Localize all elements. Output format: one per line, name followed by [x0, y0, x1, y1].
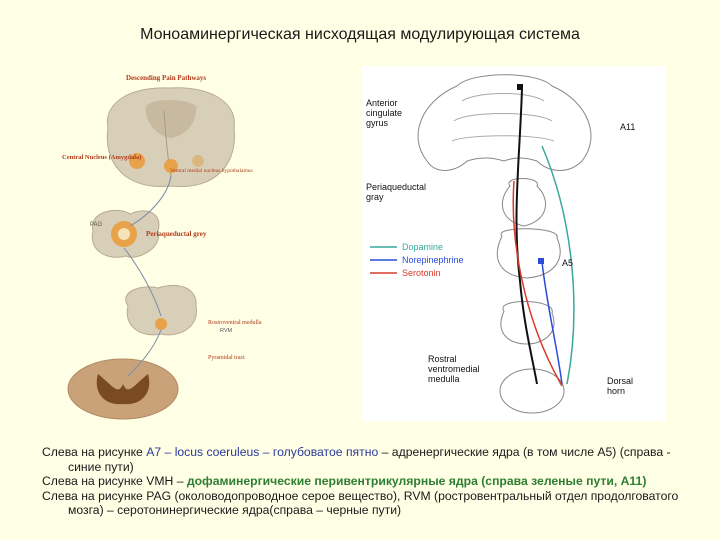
legend-dopamine: Dopamine: [402, 242, 443, 252]
left-figure-heading: Descending Pain Pathways: [126, 74, 206, 82]
rvm-abbr-label: RVM: [220, 328, 233, 334]
caption-line-1: Слева на рисунке A7 – locus coeruleus – …: [42, 445, 671, 474]
brain-coronal-section: [417, 74, 592, 171]
caption-line-3: Слева на рисунке PAG (околоводопроводное…: [42, 488, 679, 518]
spinal-cord-outline: [499, 368, 565, 414]
periaqueductal-label: Periaqueductal grey: [146, 230, 207, 238]
a11-label: A11: [620, 122, 635, 132]
pons-outline: [496, 228, 561, 279]
dopamine-pathway: [541, 145, 575, 385]
rvm-label: Rostroventral medulla: [208, 320, 262, 326]
norepinephrine-pathway: [541, 261, 563, 385]
pyramidal-label: Pyramidal tract: [208, 355, 245, 361]
descending-pathway: [123, 175, 172, 377]
pag-label: PAG: [90, 222, 103, 228]
vmh-label: Ventral medial nucleus hypothalamus: [170, 168, 253, 174]
pathway-legend: Dopamine Norepinephrine Serotonin: [370, 242, 464, 278]
legend-serotonin: Serotonin: [402, 268, 441, 278]
medulla-section: [125, 284, 197, 336]
legend-norepinephrine: Norepinephrine: [402, 255, 464, 265]
caption-highlight-dopamine: дофаминергические перивентрикулярные ядр…: [186, 474, 647, 488]
midbrain-outline: [502, 178, 546, 227]
caption-highlight-locus: A7 – locus coeruleus – голубоватое пятно: [146, 445, 379, 459]
medulla-outline: [500, 301, 555, 345]
left-brain-illustration: Descending Pain Pathways Central Nucleus…: [58, 66, 323, 426]
central-nucleus-label: Central Nucleus (Amygdala): [62, 154, 141, 161]
caption: Слева на рисунке A7 – locus coeruleus – …: [42, 445, 702, 518]
a5-label: A5: [562, 258, 573, 268]
serotonin-pathway: [515, 87, 538, 385]
page-title: Моноаминергическая нисходящая модулирующ…: [140, 26, 580, 43]
caption-line-2: Слева на рисунке VMH – дофаминергические…: [42, 474, 647, 488]
